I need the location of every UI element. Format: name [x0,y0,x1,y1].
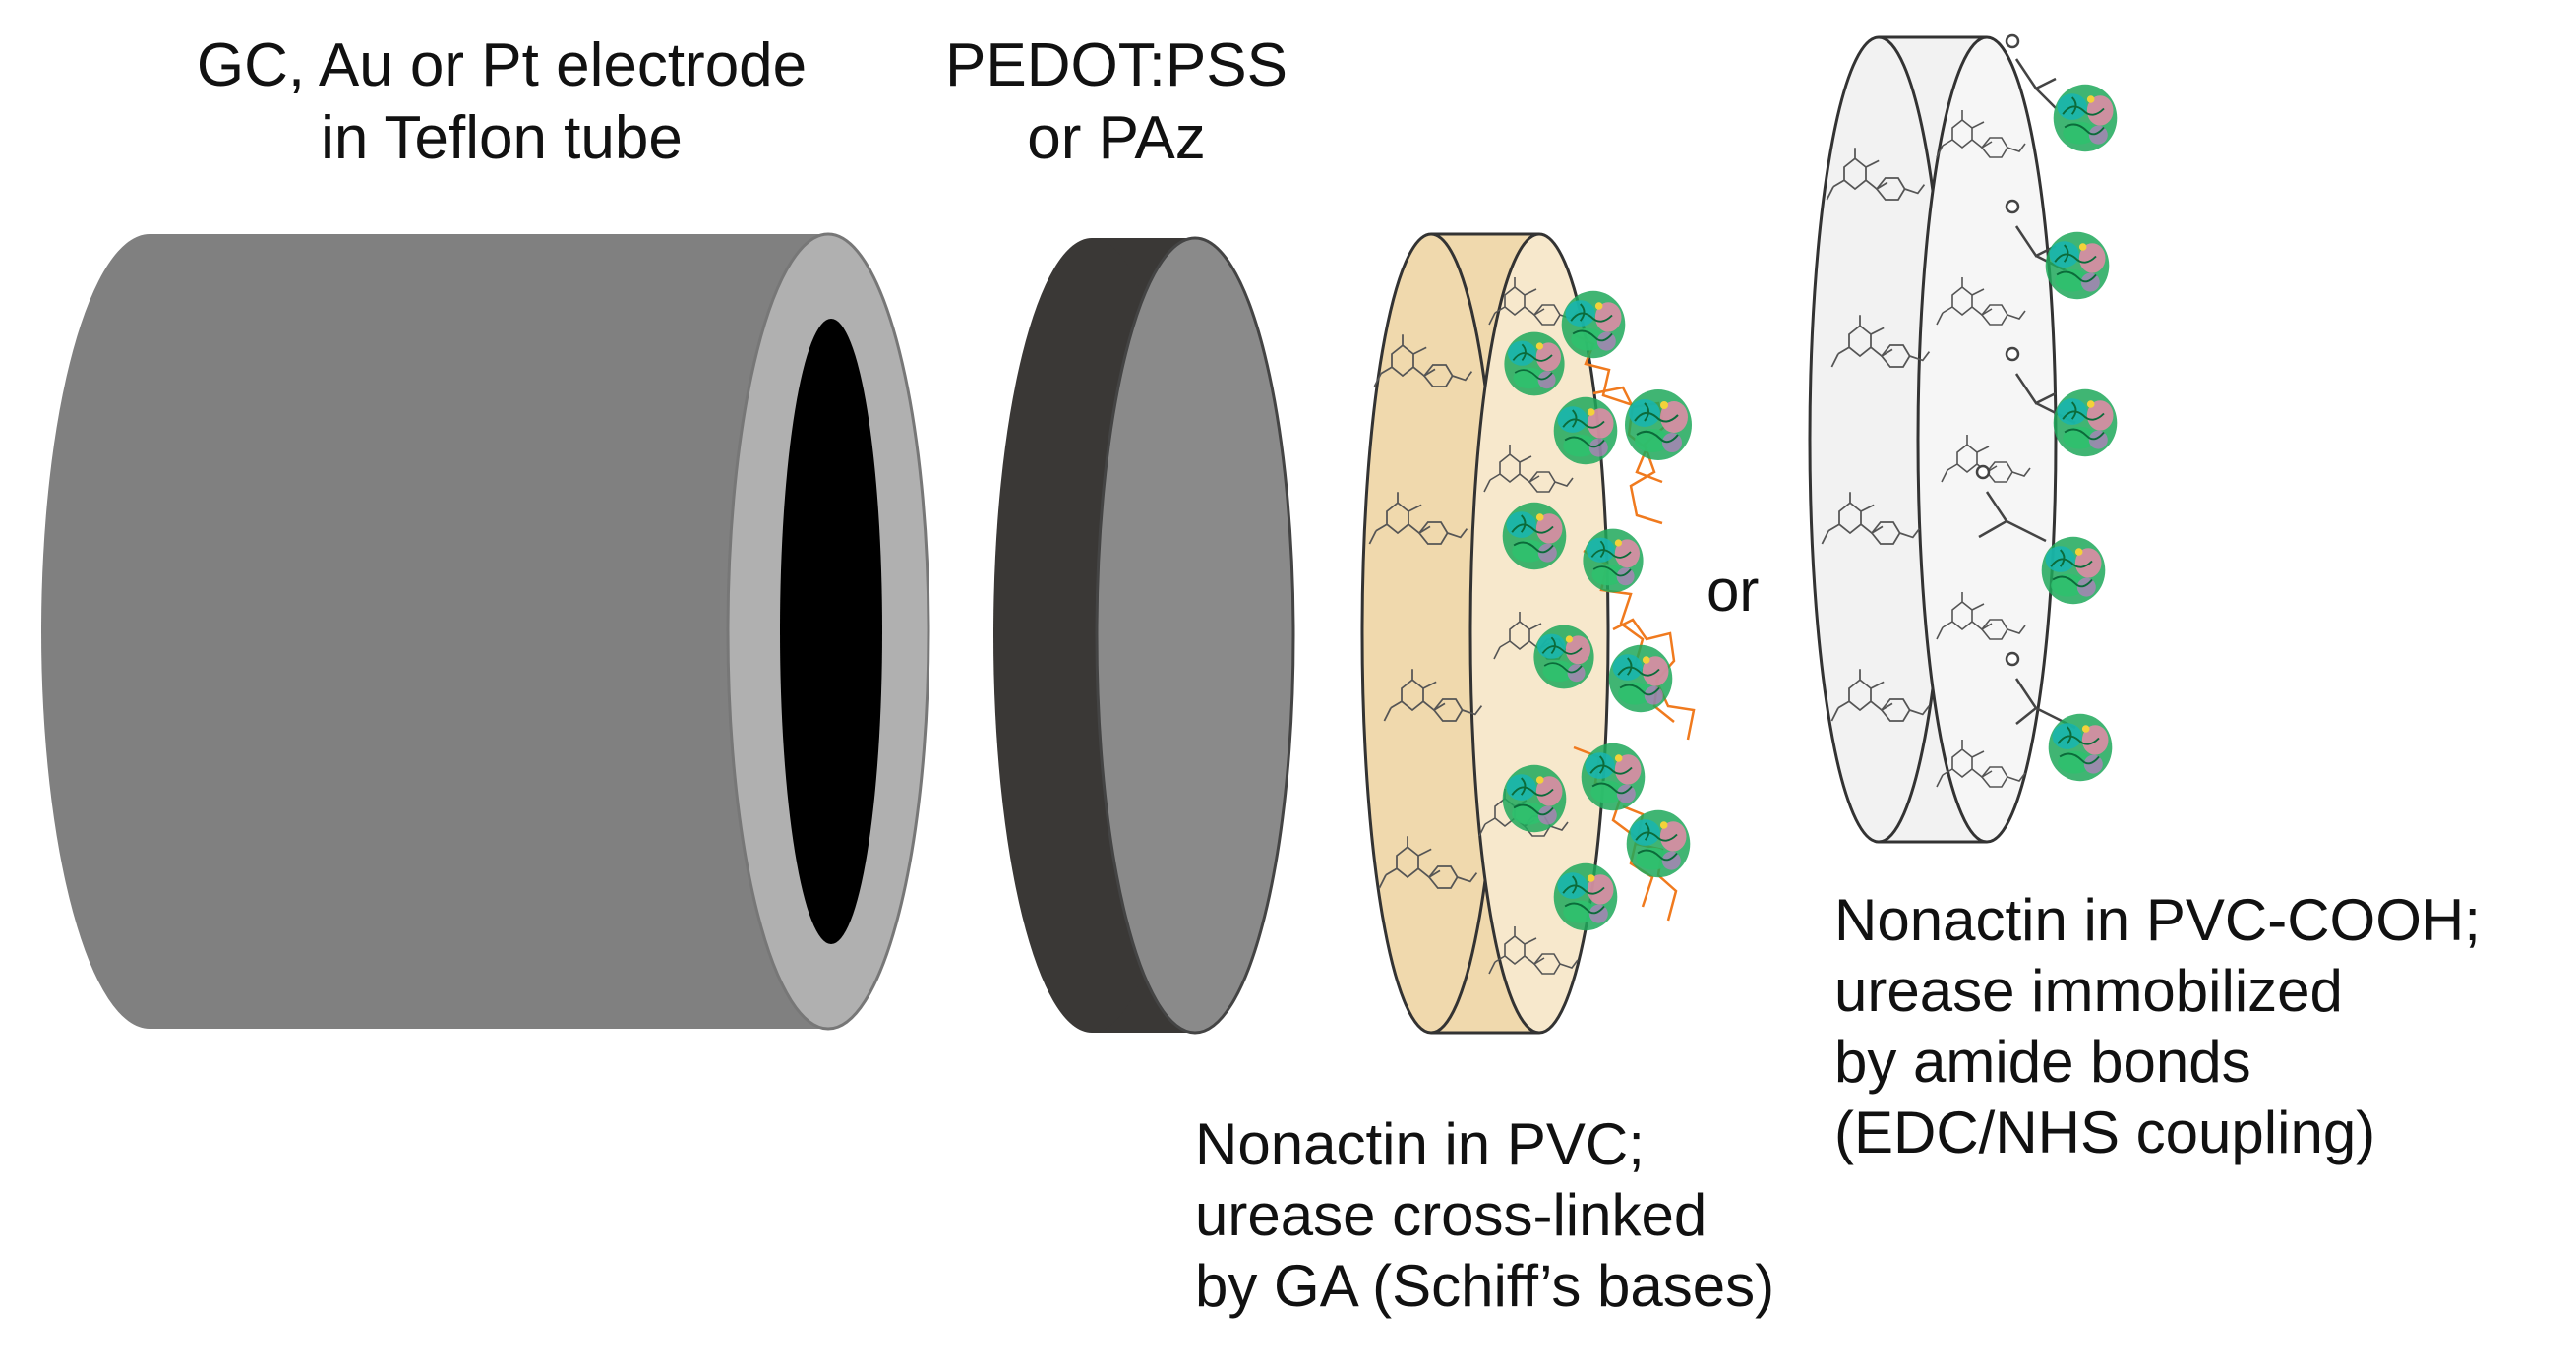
conducting-layer-label-line-2: or PAz [1027,104,1206,173]
or-label: or [1707,558,1760,624]
pvc-cooh-membrane-label-line-2: urease immobilized [1834,958,2343,1024]
amide-linkers [1975,33,2076,730]
teflon-tube [41,232,930,1031]
pvc-membrane-label-line-1: Nonactin in PVC; [1195,1111,1645,1177]
pvc-membrane-label: Nonactin in PVC; urease cross-linked by … [1195,1109,1774,1322]
pvc-cooh-membrane-disc [1808,35,2058,844]
pvc-cooh-membrane-label-line-3: by amide bonds [1834,1029,2251,1095]
conducting-layer-label-line-1: PEDOT:PSS [945,31,1288,99]
electrode-core [780,319,882,944]
pvc-cooh-membrane-label-line-4: (EDC/NHS coupling) [1834,1100,2376,1165]
pvc-membrane-disc [1360,232,1610,1035]
electrode-label-line-2: in Teflon tube [321,104,683,173]
pvc-membrane-label-line-2: urease cross-linked [1195,1182,1707,1248]
conducting-layer-disc [993,236,1295,1035]
conducting-layer-label: PEDOT:PSS or PAz [910,30,1323,176]
pvc-membrane-label-line-3: by GA (Schiff’s bases) [1195,1253,1775,1319]
pvc-cooh-membrane-label-line-1: Nonactin in PVC-COOH; [1834,887,2481,953]
pvc-cooh-membrane-label: Nonactin in PVC-COOH; urease immobilized… [1834,885,2481,1168]
electrode-label: GC, Au or Pt electrode in Teflon tube [148,30,856,176]
electrode-label-line-1: GC, Au or Pt electrode [196,31,808,99]
